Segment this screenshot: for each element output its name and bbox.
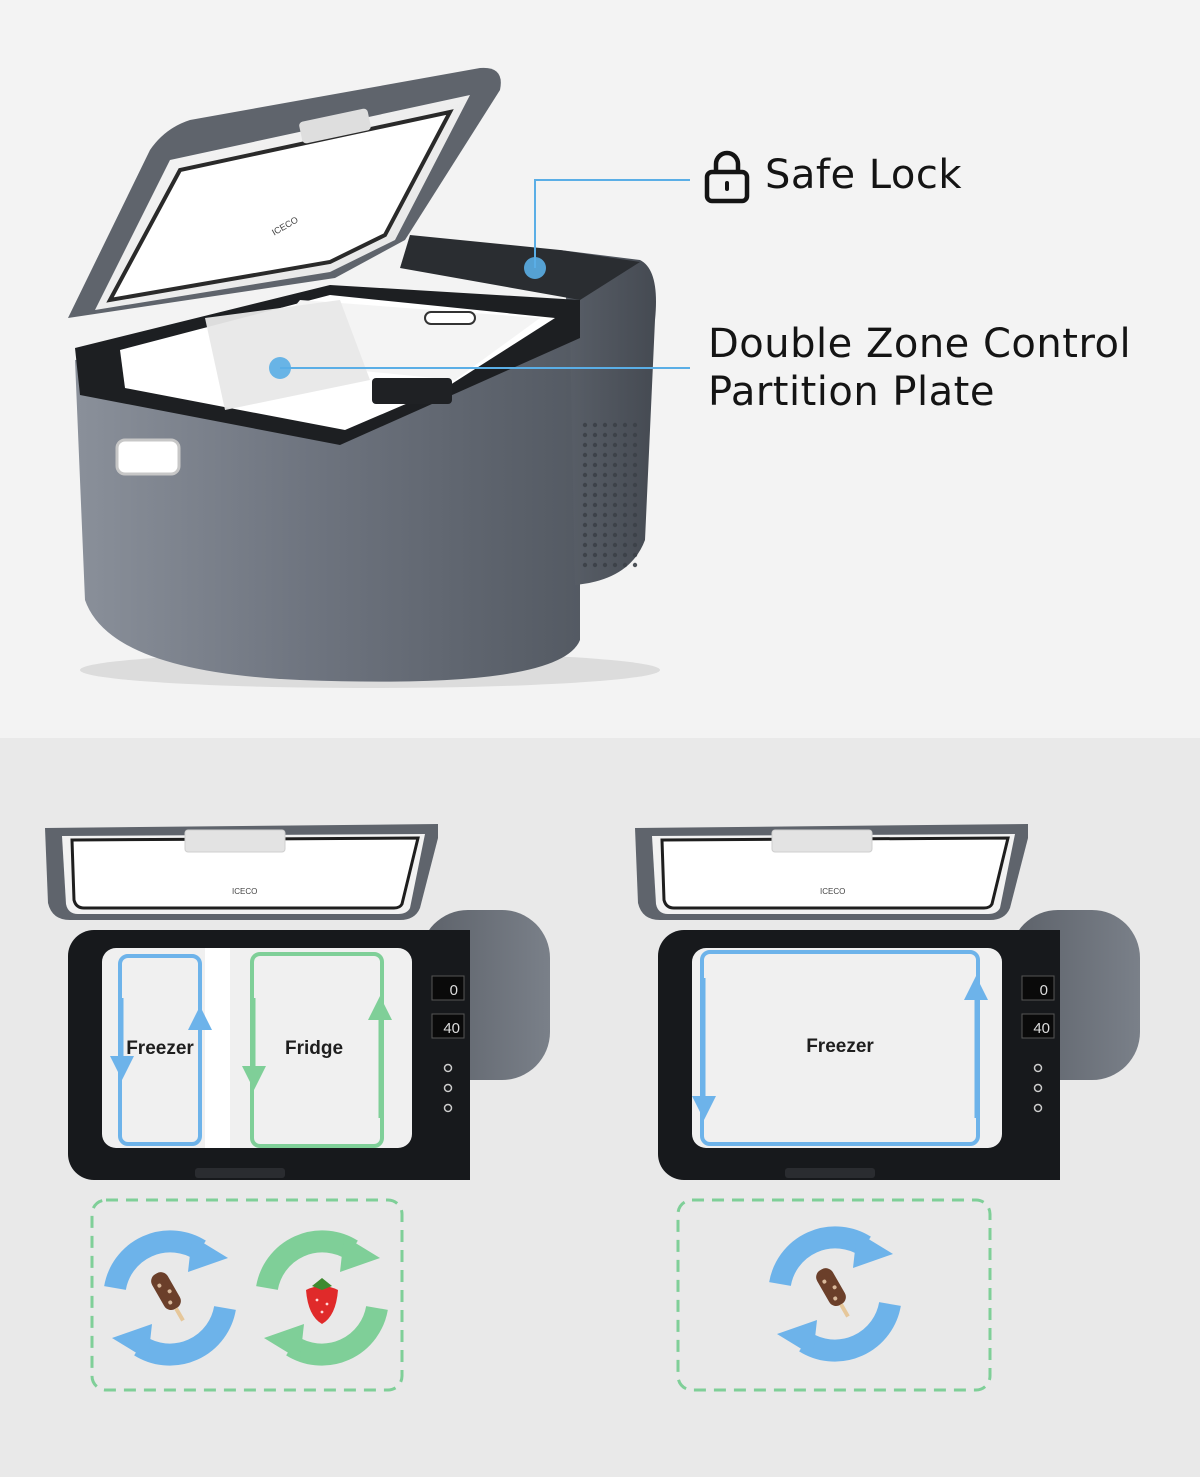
ice-cream-icon	[151, 1272, 185, 1322]
right-lid-brand: ICECO	[820, 887, 845, 896]
double-zone-label: Double Zone Control Partition Plate	[708, 320, 1131, 416]
left-fridge-label: Fridge	[285, 1038, 343, 1059]
left-cycle-box	[90, 1198, 404, 1392]
right-freezer-label: Freezer	[806, 1036, 874, 1057]
right-display-bottom: 40	[1033, 1020, 1050, 1037]
lock-leader-line	[534, 179, 690, 268]
left-display-bottom: 40	[443, 1020, 460, 1037]
zone-comparison-illustration: ICECO Freezer Fridge 0 40 ICECO Freezer	[45, 824, 1140, 1392]
ice-cream-icon	[816, 1268, 850, 1318]
left-fridge-zone	[250, 952, 384, 1148]
strawberry-icon	[306, 1278, 338, 1324]
right-display-top: 0	[1040, 982, 1048, 999]
double-zone-line-2: Partition Plate	[708, 369, 995, 415]
freezer-cycle-icon	[104, 1230, 236, 1366]
safe-lock-label: Safe Lock	[765, 152, 963, 198]
left-freezer-label: Freezer	[126, 1038, 194, 1059]
left-lid-brand: ICECO	[232, 887, 257, 896]
dual-zone-unit: ICECO Freezer Fridge 0 40	[45, 824, 550, 1180]
fridge-cycle-icon	[256, 1230, 388, 1366]
single-freezer-cycle-icon	[769, 1226, 901, 1362]
left-display-top: 0	[450, 982, 458, 999]
double-zone-line-1: Double Zone Control	[708, 321, 1132, 367]
single-zone-unit: ICECO Freezer 0 40	[635, 824, 1140, 1180]
right-freezer-zone	[700, 950, 980, 1146]
right-cycle-box	[676, 1198, 992, 1392]
lock-icon	[704, 150, 750, 204]
fridge-3d-illustration: ICECO	[68, 67, 690, 688]
